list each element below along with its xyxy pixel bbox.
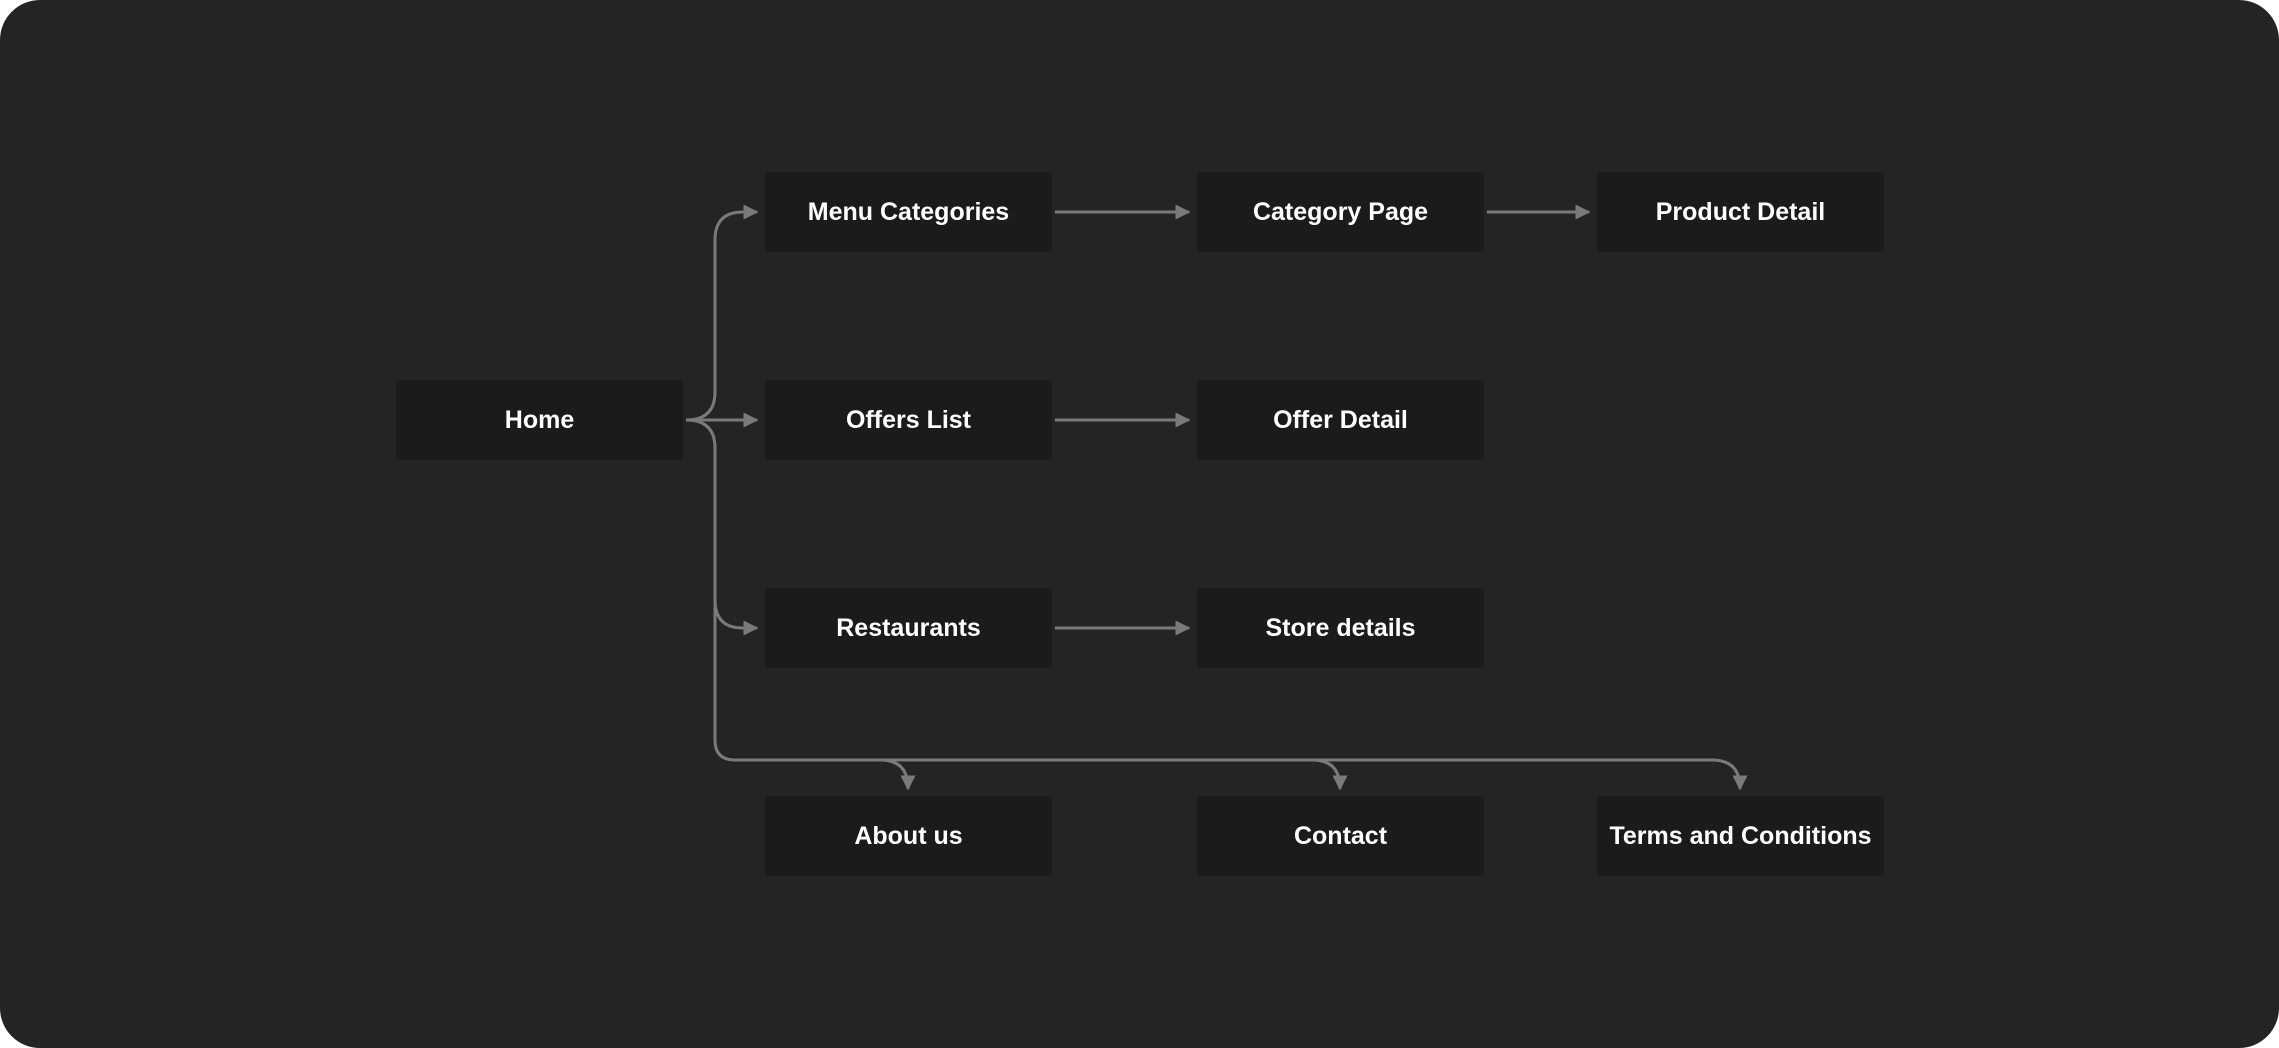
node-restaurants: Restaurants	[765, 588, 1052, 668]
node-store-details: Store details	[1197, 588, 1484, 668]
node-offers-list: Offers List	[765, 380, 1052, 460]
node-home: Home	[396, 380, 683, 460]
edge-home-to-menu-categories	[685, 204, 759, 422]
edge-home-to-about-us	[879, 758, 916, 791]
node-terms-and-conditions: Terms and Conditions	[1597, 796, 1884, 876]
edge-home-to-terms	[1711, 758, 1748, 791]
node-product-detail: Product Detail	[1597, 172, 1884, 252]
edge-home-trunk-bottom	[713, 600, 1715, 762]
node-contact: Contact	[1197, 796, 1484, 876]
edge-home-to-restaurants	[685, 418, 759, 636]
edge-home-to-contact	[1311, 758, 1348, 791]
node-category-page: Category Page	[1197, 172, 1484, 252]
node-menu-categories: Menu Categories	[765, 172, 1052, 252]
node-offer-detail: Offer Detail	[1197, 380, 1484, 460]
node-about-us: About us	[765, 796, 1052, 876]
